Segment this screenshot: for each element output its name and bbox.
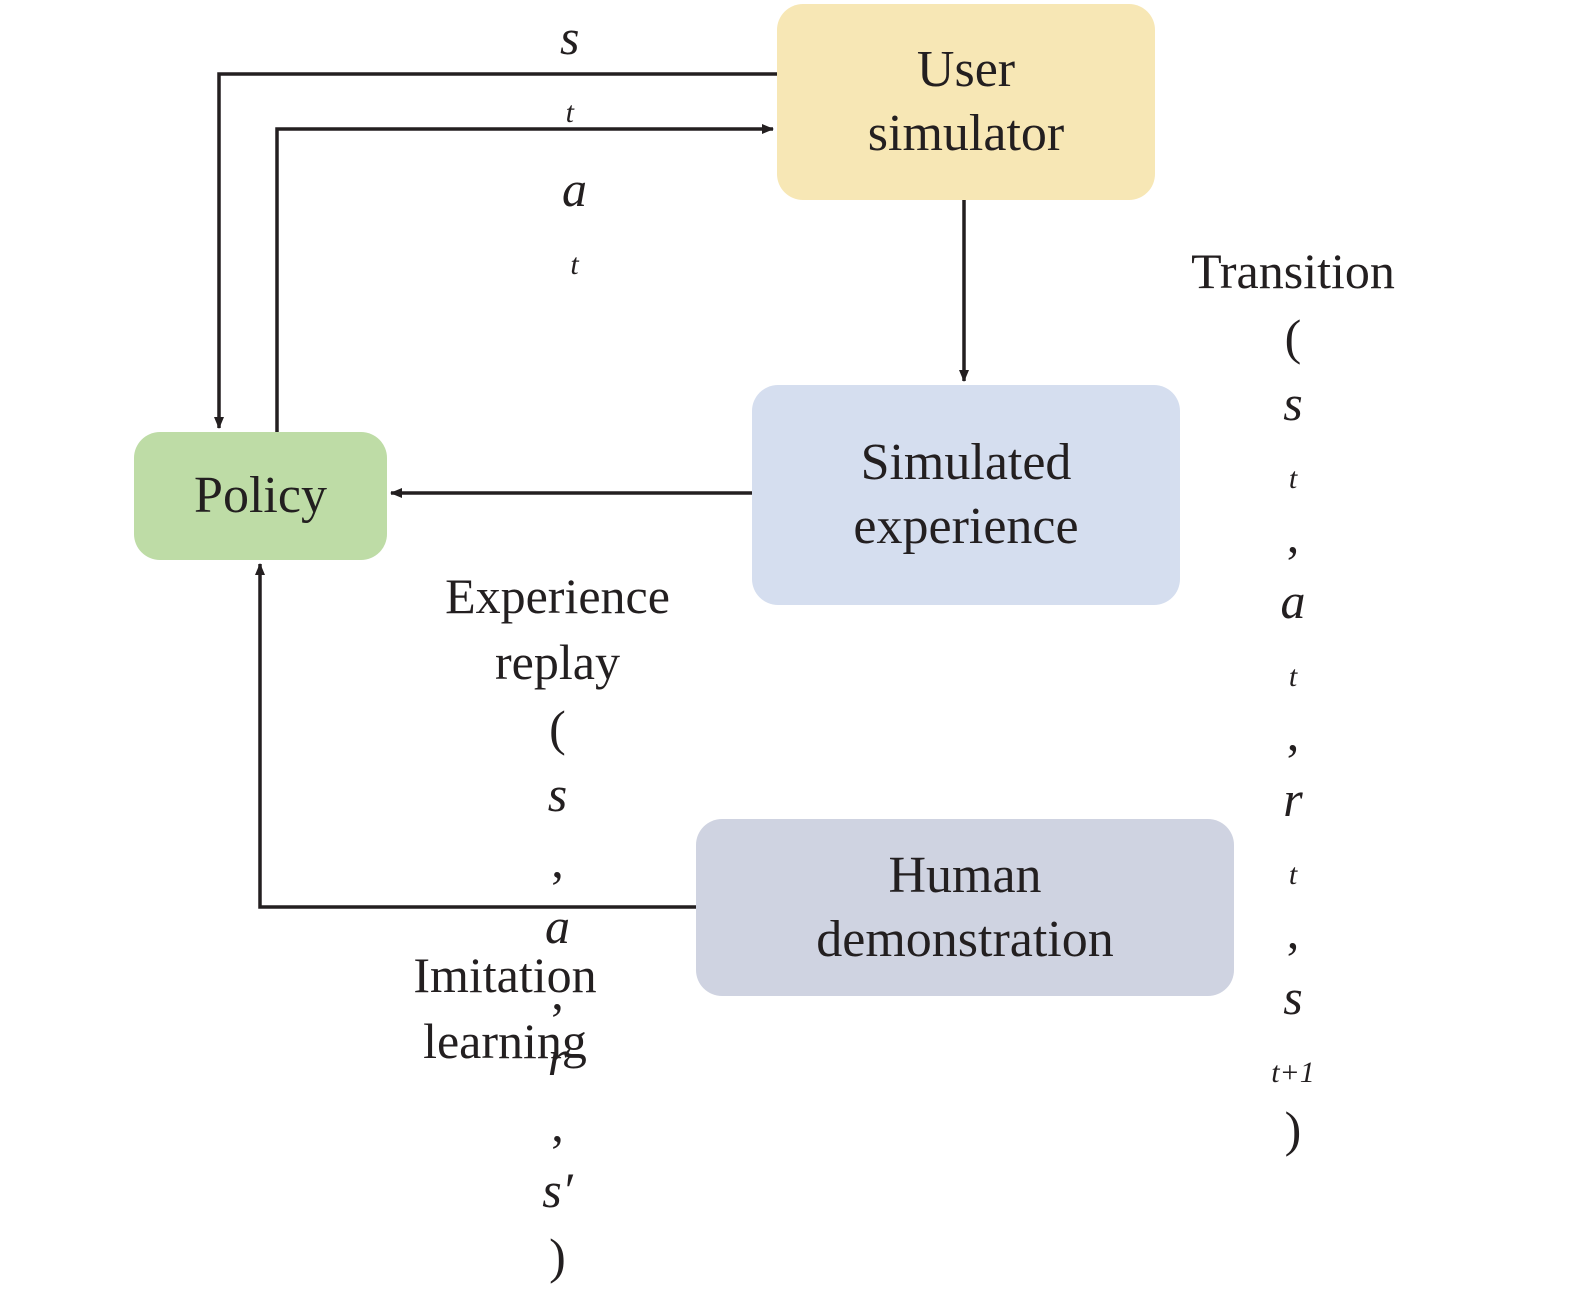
policy-node: Policy: [134, 432, 387, 560]
transition-tuple-sep3: ,: [1286, 903, 1300, 959]
action-subscript: t: [570, 248, 579, 281]
experience-replay-tuple-open: (: [549, 700, 566, 756]
diagram-arrows: [214, 72, 969, 909]
human-demonstration-label-line2: demonstration: [816, 910, 1114, 968]
transition-tuple-open: (: [1284, 309, 1302, 365]
human-demonstration-label-line1: Human: [888, 846, 1042, 904]
experience-replay-tuple-s-prime: s′: [542, 1162, 573, 1218]
state-arrow: [214, 72, 777, 429]
policy-label: Policy: [194, 467, 327, 524]
transition-tuple-sep2: ,: [1286, 705, 1300, 761]
user-simulator-label-line1: User: [916, 41, 1016, 98]
imitation-learning-label: Imitation learning: [395, 942, 615, 1074]
simulated-experience-label-line2: experience: [853, 498, 1079, 555]
transition-title: Transition: [1191, 243, 1395, 299]
experience-replay-tuple-a: a: [545, 898, 570, 954]
user-simulator-label-line2: simulator: [867, 105, 1065, 162]
simulated-experience-label-line1: Simulated: [860, 434, 1072, 491]
transition-tuple-sep1: ,: [1286, 507, 1300, 563]
experience-replay-line1: Experience: [445, 568, 670, 624]
imitation-learning-arrow: [255, 563, 696, 909]
experience-replay-label: Experience replay ( s, a, r, s′): [410, 563, 705, 1289]
transition-tuple-a: a: [1280, 573, 1306, 629]
action-arrow: [275, 124, 774, 432]
transition-tuple-r: r: [1283, 771, 1303, 827]
transition-tuple-s-next: s: [1283, 969, 1303, 1025]
imitation-learning-line2: learning: [423, 1013, 587, 1069]
transition-tuple-r-sub: t: [1288, 858, 1298, 891]
transition-tuple-s-sub: t: [1288, 462, 1298, 495]
transition-tuple-s-next-sub: t+1: [1271, 1056, 1315, 1089]
human-demonstration-node: Human demonstration: [696, 819, 1234, 996]
experience-replay-tuple-s: s: [547, 766, 568, 822]
experience-replay-tuple-close: ): [549, 1228, 566, 1284]
transition-tuple-s: s: [1283, 375, 1303, 431]
experience-replay-tuple-sep3: ,: [551, 1096, 564, 1152]
experience-replay-tuple-r: r: [547, 1030, 568, 1086]
experience-replay-tuple-sep1: ,: [551, 832, 564, 888]
imitation-learning-line1: Imitation: [413, 947, 597, 1003]
experience-replay-line2: replay: [495, 634, 620, 690]
action-symbol: a: [562, 161, 587, 217]
simulated-experience-node: Simulated experience: [752, 385, 1180, 605]
user-simulator-node: User simulator: [777, 4, 1155, 200]
transition-tuple-a-sub: t: [1288, 660, 1298, 693]
experience-replay-tuple-sep2: ,: [551, 964, 564, 1020]
state-symbol: s: [560, 9, 580, 65]
state-subscript: t: [565, 96, 574, 129]
